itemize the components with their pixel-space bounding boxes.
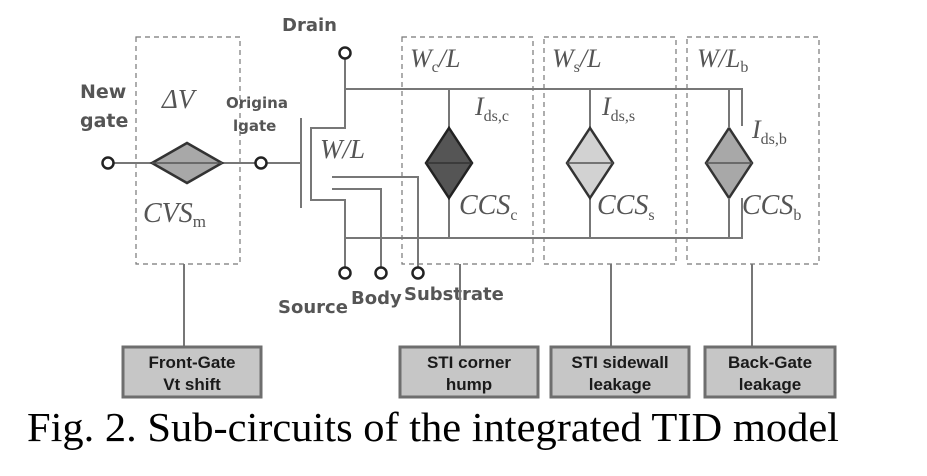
original-gate-label-line1: Origina	[226, 94, 288, 112]
back-gate-label-box: Back-Gate leakage	[703, 345, 837, 399]
mosfet-channel	[310, 58, 346, 268]
drain-rail	[345, 88, 743, 126]
ccs-s-diamond-icon	[565, 125, 615, 201]
substrate-label: Substrate	[404, 284, 504, 305]
ccs-c-ratio: Wc/L	[410, 44, 460, 76]
svg-text:leakage: leakage	[589, 375, 651, 394]
ccs-c-label: CCSc	[459, 190, 517, 224]
svg-text:STI sidewall: STI sidewall	[571, 353, 668, 372]
sti-sidewall-label-box: STI sidewall leakage	[549, 345, 691, 399]
ccs-c-diamond-icon	[424, 125, 474, 201]
ccs-b-current: Ids,b	[751, 115, 787, 148]
body-terminal	[374, 266, 388, 280]
body-wire	[332, 188, 382, 268]
cvs-diamond-icon	[149, 141, 225, 185]
cvs-label: CVSm	[143, 198, 206, 231]
drain-terminal	[338, 46, 352, 60]
ccs-s-label: CCSs	[597, 190, 655, 224]
svg-text:Back-Gate: Back-Gate	[728, 353, 812, 372]
ccs-b-label: CCSb	[742, 190, 801, 224]
ccs-s-current: Ids,s	[601, 92, 635, 125]
substrate-terminal	[411, 266, 425, 280]
ccs-b-ratio: W/Lb	[697, 44, 748, 76]
ccs-b-diamond-icon	[704, 125, 754, 201]
delta-v-label: ΔV	[161, 84, 198, 114]
svg-text:STI corner: STI corner	[427, 353, 511, 372]
svg-text:Front-Gate: Front-Gate	[149, 353, 236, 372]
front-gate-label-box: Front-Gate Vt shift	[121, 345, 263, 399]
original-gate-label-line2: lgate	[233, 117, 276, 135]
cvs-subcircuit-box	[135, 36, 241, 265]
new-gate-label-line1: New	[80, 81, 126, 103]
original-gate-terminal	[254, 156, 268, 170]
svg-text:leakage: leakage	[739, 375, 801, 394]
sti-corner-label-box: STI corner hump	[398, 345, 540, 399]
transistor-ratio: W/L	[320, 134, 365, 164]
svg-text:hump: hump	[446, 375, 492, 394]
ccs-c-current: Ids,c	[474, 92, 509, 125]
figure-caption: Fig. 2. Sub-circuits of the integrated T…	[27, 404, 839, 450]
new-gate-terminal	[101, 156, 115, 170]
source-terminal	[338, 266, 352, 280]
ccs-s-ratio: Ws/L	[552, 44, 602, 76]
new-gate-label-line2: gate	[80, 110, 128, 132]
drain-label: Drain	[282, 15, 337, 36]
ccs-c-subcircuit-box	[401, 36, 534, 265]
svg-text:Vt shift: Vt shift	[163, 375, 221, 394]
source-rail	[345, 198, 743, 239]
body-label: Body	[351, 288, 402, 309]
source-label: Source	[278, 297, 348, 318]
